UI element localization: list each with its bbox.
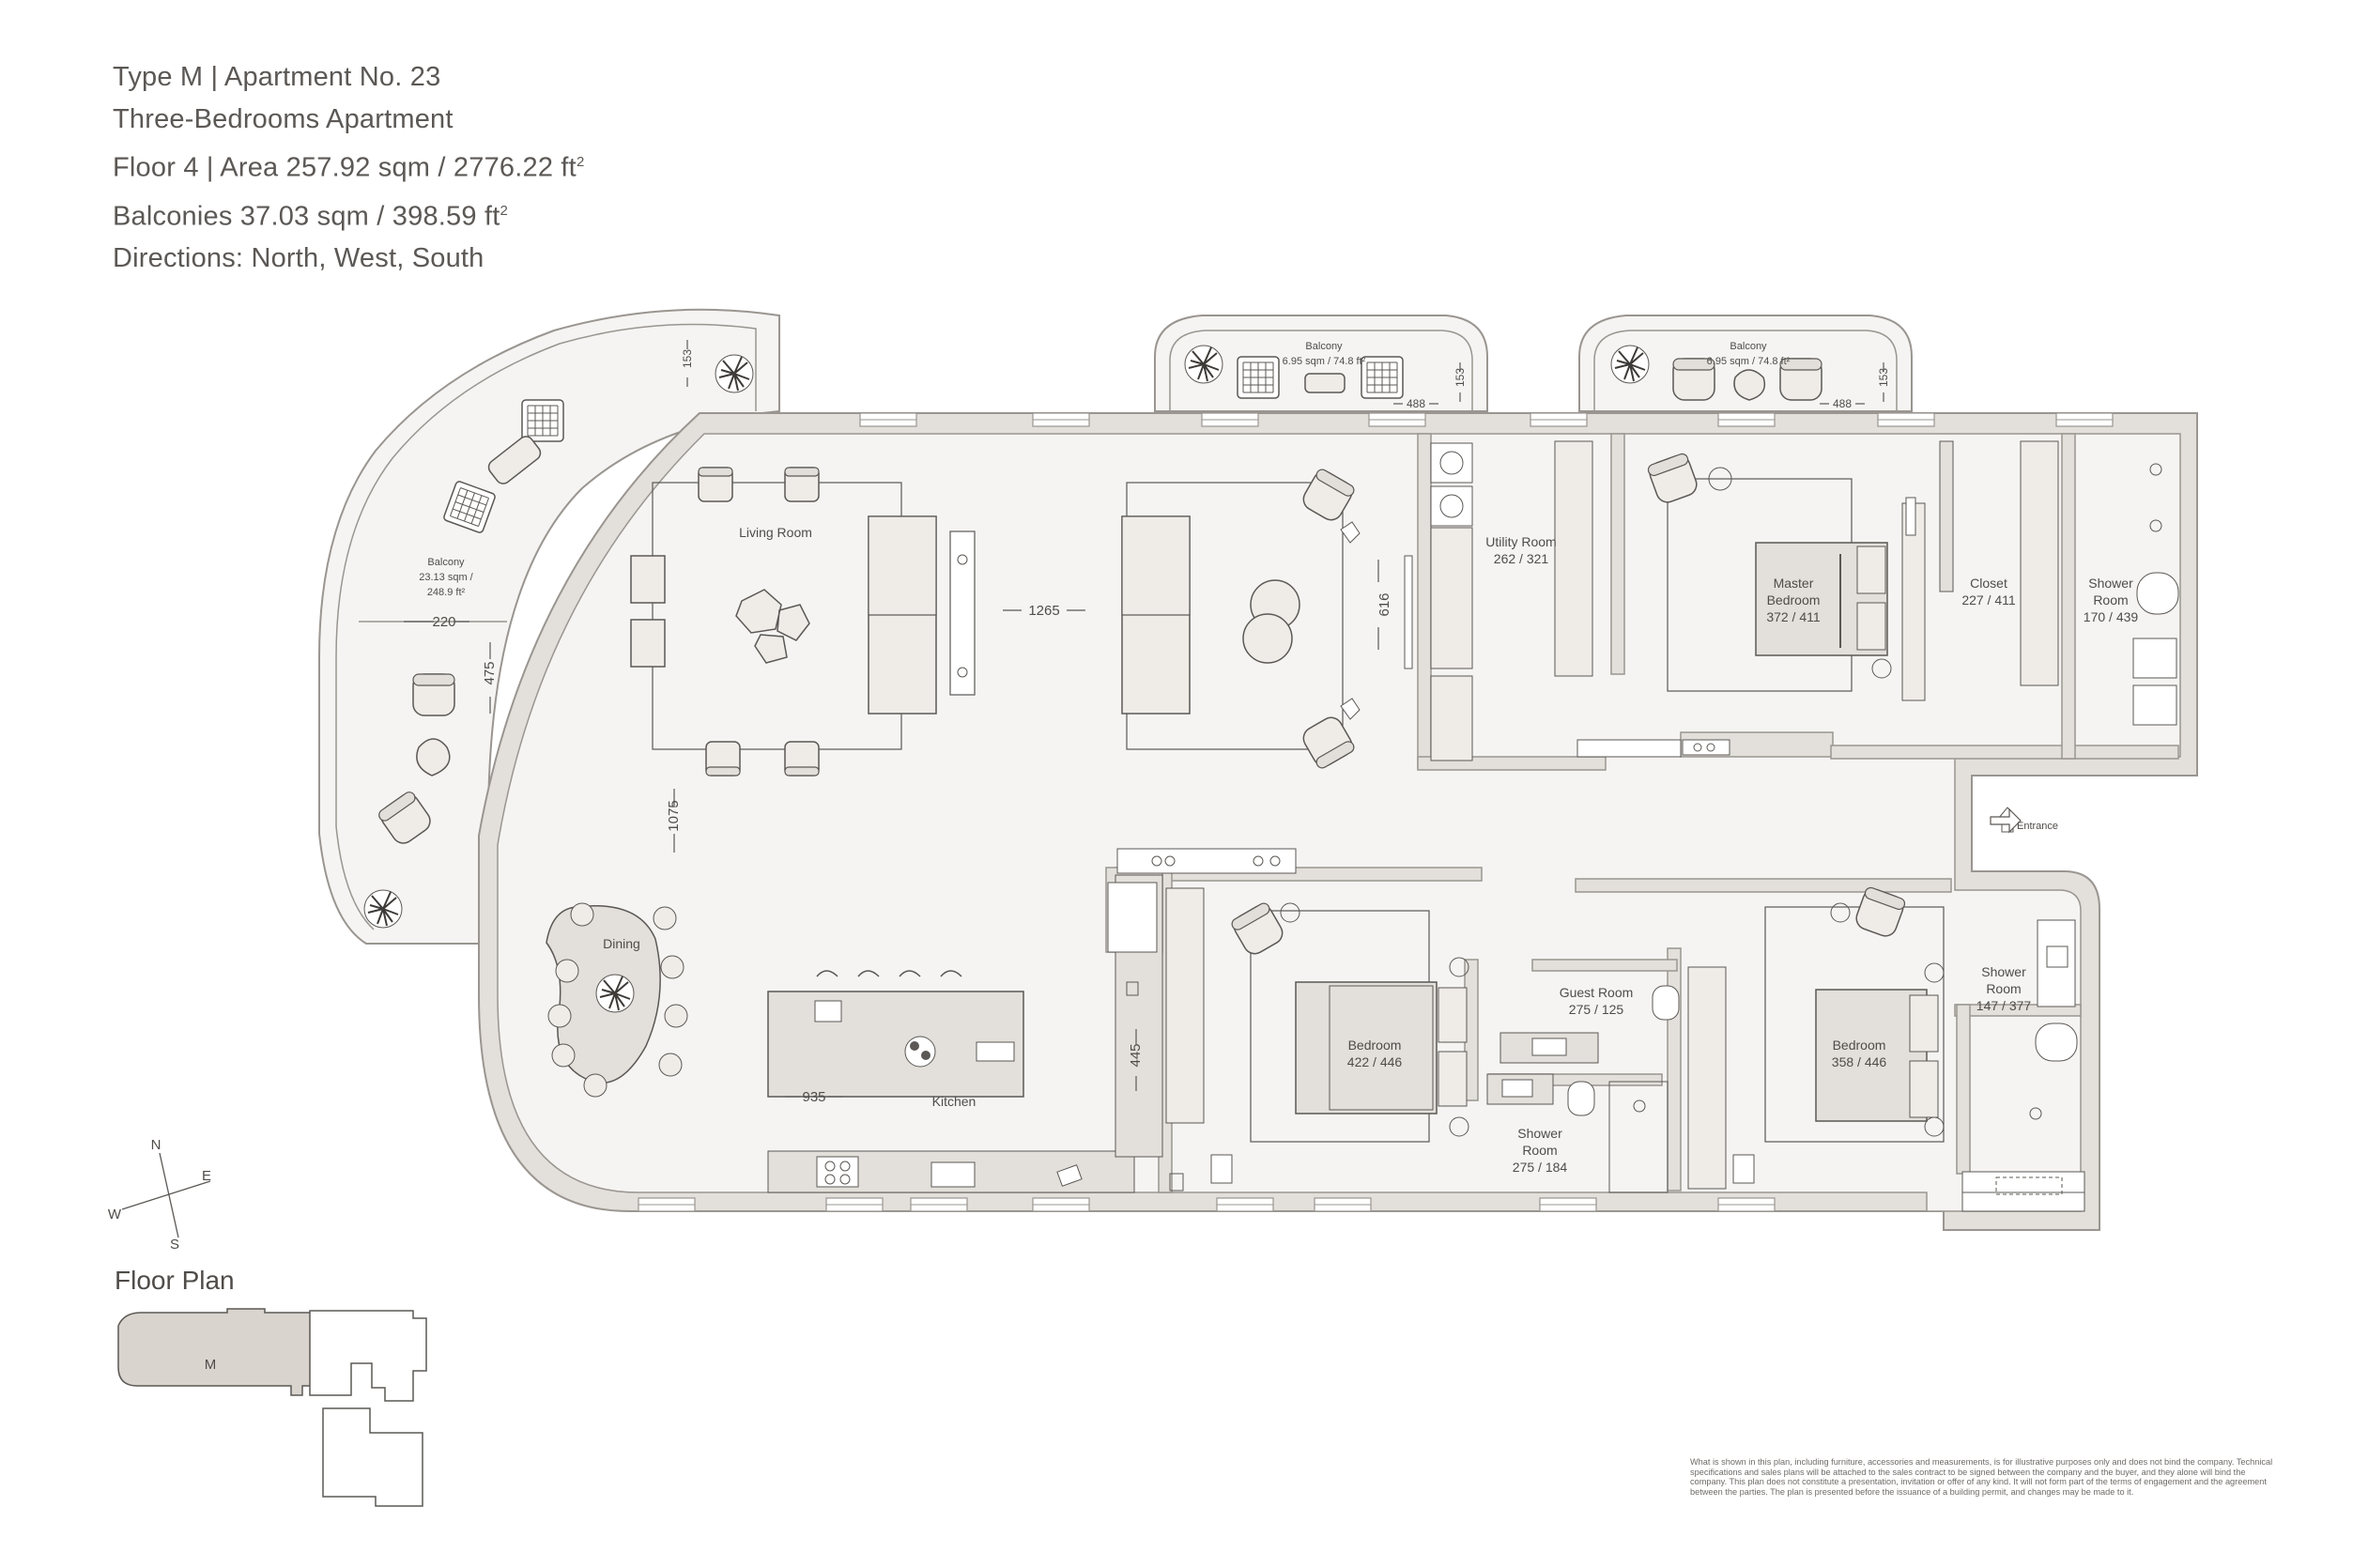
kitchen-fixtures [767,848,1297,1193]
label-bedroom-a-dims: 422 / 446 [1347,1054,1403,1069]
directions: Directions: North, West, South [113,243,484,274]
shower-room-a-fixtures [2132,463,2179,726]
dim-488-north-1: 488 [1407,397,1425,410]
label-balcony-west-area-2: 248.9 ft² [427,587,466,598]
label-bedroom-a: Bedroom [1348,1038,1402,1053]
room-labels: Living Room Utility Room 262 / 321 Maste… [419,341,2138,1175]
label-master-2: Bedroom [1767,592,1821,607]
dining-furniture [546,902,688,1098]
entrance-arrow-icon [1990,807,2022,834]
balcony-area: Balconies 37.03 sqm / 398.59 ft2 [113,201,509,232]
apartment-type: Three-Bedrooms Apartment [113,104,454,134]
label-master-dims: 372 / 411 [1766,609,1821,624]
disclaimer-text: What is shown in this plan, including fu… [1690,1457,2273,1497]
label-shower-c-2: Room [1986,981,2021,996]
label-utility-dims: 262 / 321 [1494,551,1549,566]
dim-616: 616 [1376,592,1392,616]
label-shower-a-2: Room [2093,592,2128,607]
compass-n: N [151,1137,161,1153]
dimension-lines [404,340,1884,1098]
label-bedroom-b-dims: 358 / 446 [1832,1054,1887,1069]
balcony-north-1 [1154,315,1488,412]
label-shower-b-dims: 275 / 184 [1513,1160,1568,1175]
unit-type-title: Type M | Apartment No. 23 [113,62,441,92]
label-bedroom-b: Bedroom [1833,1038,1886,1053]
compass-icon: N E S W [108,1137,211,1253]
bedroom-b-furniture [1687,885,1945,1190]
compass-w: W [108,1207,122,1222]
label-shower-a-dims: 170 / 439 [2084,609,2139,624]
label-shower-a-1: Shower [2088,576,2133,591]
dim-220: 220 [432,614,455,630]
dim-445: 445 [1128,1043,1144,1067]
label-balcony-north-2: Balcony [1730,341,1767,352]
dim-153-west: 153 [681,349,694,368]
master-bedroom-furniture [1646,440,2059,701]
label-balcony-west: Balcony [427,557,465,568]
dimension-labels: 1265 616 220 475 1075 935 445 153 153 15… [432,349,1890,1105]
key-plan-unit-label: M [205,1357,217,1373]
utility-room-fixtures [1430,440,1593,761]
key-plan: M [117,1308,427,1507]
dim-1075: 1075 [666,800,682,831]
shower-room-c-fixtures [1961,919,2085,1212]
balcony-north-2 [1578,315,1913,412]
label-master-1: Master [1774,576,1814,591]
label-guest-room: Guest Room [1560,985,1634,1000]
guest-shower-fixtures [1486,985,1680,1193]
label-shower-c-dims: 147 / 377 [1976,998,2032,1013]
label-kitchen: Kitchen [932,1094,977,1109]
dim-153-north-2: 153 [1877,368,1890,387]
balcony-west [318,308,780,945]
label-balcony-north-1: Balcony [1305,341,1343,352]
dim-1265: 1265 [1028,603,1059,619]
label-shower-b-1: Shower [1517,1126,1562,1141]
dim-488-north-2: 488 [1833,397,1852,410]
label-dining: Dining [603,936,640,951]
label-utility-room: Utility Room [1485,534,1556,549]
plan-header: Type M | Apartment No. 23 Three-Bedrooms… [113,56,584,280]
label-guest-room-dims: 275 / 125 [1569,1002,1624,1017]
label-balcony-north-2-area: 6.95 sqm / 74.8 ft² [1707,356,1791,367]
dim-475: 475 [482,661,498,684]
dim-935: 935 [802,1089,825,1105]
label-closet-dims: 227 / 411 [1961,592,2016,607]
compass-e: E [202,1168,211,1184]
label-entrance: Entrance [2017,821,2058,832]
floor-area: Floor 4 | Area 257.92 sqm / 2776.22 ft2 [113,152,585,183]
label-shower-c-1: Shower [1981,964,2026,979]
label-living-room: Living Room [739,525,812,540]
dim-153-north-1: 153 [1453,368,1467,387]
living-room-furniture [630,467,1413,776]
label-shower-b-2: Room [1522,1143,1557,1158]
key-plan-title: Floor Plan [115,1266,235,1295]
label-closet: Closet [1970,576,2007,591]
label-balcony-west-area-1: 23.13 sqm / [419,572,473,583]
bedroom-a-furniture [1165,887,1469,1191]
compass-s: S [170,1237,179,1253]
label-balcony-north-1-area: 6.95 sqm / 74.8 ft² [1283,356,1366,367]
